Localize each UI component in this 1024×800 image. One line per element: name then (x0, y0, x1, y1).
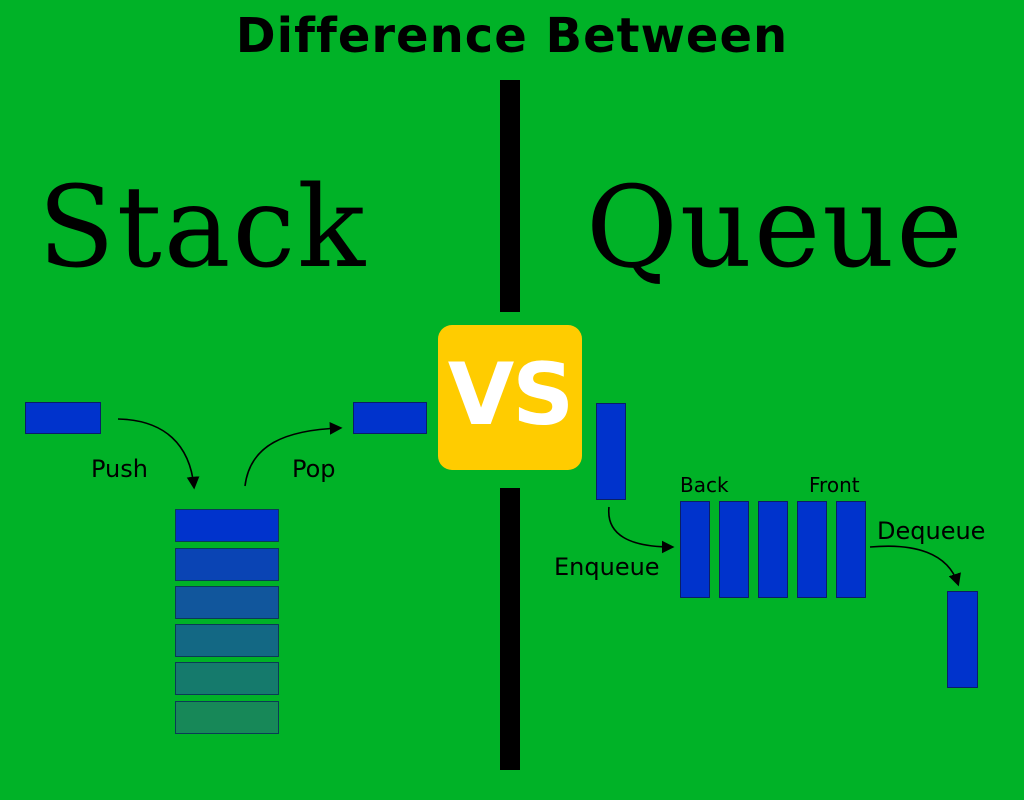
stack-slot (175, 548, 279, 581)
queue-slot (719, 501, 749, 598)
queue-title: Queue (586, 163, 965, 293)
enqueue-item-block (596, 403, 626, 500)
center-divider-top (500, 80, 520, 312)
front-label: Front (809, 473, 860, 497)
vs-text: VS (447, 344, 574, 445)
stack-title: Stack (38, 163, 368, 293)
enqueue-arrow (608, 506, 675, 554)
stack-slot (175, 701, 279, 734)
queue-slot (836, 501, 866, 598)
stack-slot (175, 624, 279, 657)
queue-slot (758, 501, 788, 598)
pop-arrow (244, 421, 343, 487)
enqueue-label: Enqueue (554, 553, 660, 581)
dequeue-item-block (947, 591, 978, 688)
page-title: Difference Between (235, 8, 789, 64)
back-label: Back (680, 473, 729, 497)
push-item-block (25, 402, 101, 434)
queue-slot (680, 501, 710, 598)
pop-item-block (353, 402, 427, 434)
dequeue-label: Dequeue (877, 517, 986, 545)
push-label: Push (91, 455, 148, 483)
pop-label: Pop (292, 455, 336, 483)
stack-slot (175, 509, 279, 542)
stack-slot (175, 662, 279, 695)
push-arrow (117, 418, 200, 490)
center-divider-bottom (500, 488, 520, 770)
vs-badge: VS (438, 325, 582, 470)
dequeue-arrow (869, 545, 961, 587)
stack-slot (175, 586, 279, 619)
queue-slot (797, 501, 827, 598)
